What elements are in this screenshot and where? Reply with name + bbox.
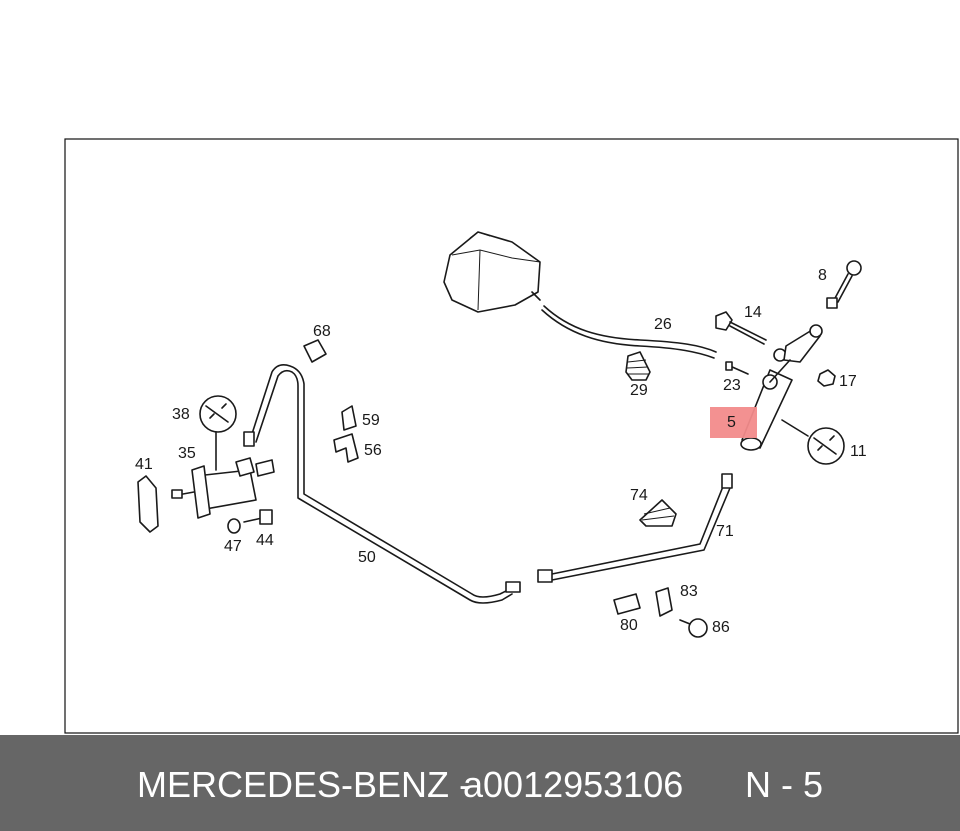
fluid-reservoir xyxy=(443,231,541,313)
callout-23: 23 xyxy=(723,377,741,394)
bolt-14 xyxy=(715,311,767,345)
nut-17 xyxy=(817,369,836,387)
wrench-icon-38 xyxy=(199,395,237,471)
callout-17: 17 xyxy=(839,373,857,390)
clip-83 xyxy=(655,587,673,617)
master-cylinder-35 xyxy=(171,457,275,519)
callout-44: 44 xyxy=(256,532,274,549)
callout-83: 83 xyxy=(680,583,698,600)
callout-47: 47 xyxy=(224,538,242,555)
boot-74 xyxy=(639,499,677,527)
callout-29: 29 xyxy=(630,382,648,399)
footer-reference: N - 5 xyxy=(745,764,824,805)
callout-86: 86 xyxy=(712,619,730,636)
callout-56: 56 xyxy=(364,442,382,459)
washer-47 xyxy=(227,518,241,534)
bushing-68 xyxy=(303,339,327,363)
callout-68: 68 xyxy=(313,323,331,340)
callout-38: 38 xyxy=(172,406,190,423)
highlight-marker xyxy=(710,407,757,438)
callout-11: 11 xyxy=(850,443,867,460)
hose-26 xyxy=(543,305,717,353)
screw-23 xyxy=(725,361,749,375)
callout-71: 71 xyxy=(716,523,734,540)
bolt-86 xyxy=(679,618,708,638)
boot-29 xyxy=(625,351,651,381)
sleeve-80 xyxy=(613,593,641,615)
callout-50: 50 xyxy=(358,549,376,566)
footer-bar xyxy=(0,735,960,831)
clip-59 xyxy=(341,405,357,431)
callout-80: 80 xyxy=(620,617,638,634)
footer-brand: MERCEDES-BENZ - xyxy=(137,764,472,805)
wrench-icon xyxy=(781,419,845,465)
callout-35: 35 xyxy=(178,445,196,462)
callout-26: 26 xyxy=(654,316,672,333)
footer-part-number: a0012953106 xyxy=(463,764,684,805)
pipe-71 xyxy=(537,473,733,583)
callout-59: 59 xyxy=(362,412,380,429)
bracket-56 xyxy=(333,433,359,463)
pushrod-8 xyxy=(826,260,862,309)
pipe-50 xyxy=(243,364,521,604)
callout-74: 74 xyxy=(630,487,648,504)
bolt-44 xyxy=(243,509,273,525)
callout-14: 14 xyxy=(744,304,762,321)
callout-41: 41 xyxy=(135,456,153,473)
callout-8: 8 xyxy=(818,267,827,284)
gasket-41 xyxy=(137,475,159,533)
diagram-frame xyxy=(64,138,959,734)
callout-5-highlighted: 5 xyxy=(727,414,736,431)
